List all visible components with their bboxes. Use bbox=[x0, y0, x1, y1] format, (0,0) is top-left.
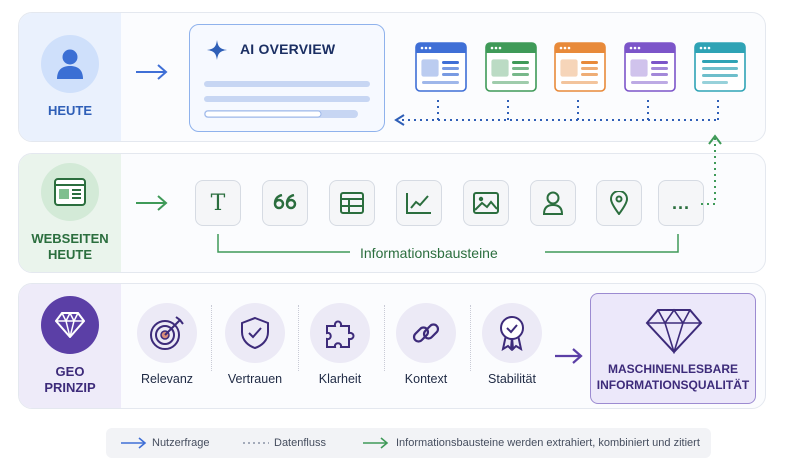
webpage-card-icon bbox=[415, 42, 467, 92]
user-icon bbox=[57, 49, 83, 79]
legend-dotted-line-icon bbox=[243, 442, 269, 444]
diamond-outline-icon bbox=[645, 308, 703, 354]
quote-tile bbox=[262, 180, 308, 226]
puzzle-icon bbox=[326, 320, 355, 348]
result-arrow bbox=[555, 348, 583, 364]
webpage-card-icon bbox=[624, 42, 676, 92]
quote-icon bbox=[273, 194, 297, 210]
webpage-card-icon bbox=[694, 42, 746, 92]
webseiten-arrow bbox=[136, 195, 168, 211]
criteria-divider bbox=[470, 305, 471, 371]
informationsbausteine-bracket bbox=[217, 234, 679, 253]
shield-check-icon bbox=[241, 316, 269, 350]
kontext-label: Kontext bbox=[404, 372, 448, 386]
webseiten-label-line1: WEBSEITEN bbox=[31, 231, 109, 246]
webseiten-label-line2: HEUTE bbox=[47, 247, 93, 262]
ai-overview-card: AI OVERVIEW bbox=[189, 24, 385, 132]
line-chart-icon bbox=[406, 193, 431, 214]
person-icon bbox=[542, 191, 564, 215]
webpage-card-icon bbox=[485, 42, 537, 92]
vertrauen-badge bbox=[225, 303, 285, 363]
location-pin-icon bbox=[610, 191, 628, 215]
informationsbausteine-label: Informationsbausteine bbox=[356, 245, 502, 261]
webseiten-row-header: WEBSEITEN HEUTE bbox=[19, 154, 121, 272]
nutzerfrage-arrow bbox=[136, 64, 168, 80]
klarheit-label: Klarheit bbox=[318, 372, 362, 386]
legend-extraktion: Informationsbausteine werden extrahiert,… bbox=[396, 437, 700, 449]
informationsqualitaet-box: MASCHINENLESBARE INFORMATIONSQUALITÄT bbox=[590, 293, 756, 404]
more-icon: ... bbox=[671, 192, 690, 213]
legend-datenfluss: Datenfluss bbox=[274, 437, 326, 449]
informationsqualitaet-label: MASCHINENLESBARE INFORMATIONSQUALITÄT bbox=[591, 361, 755, 393]
relevanz-label: Relevanz bbox=[140, 372, 194, 386]
table-icon bbox=[340, 192, 364, 214]
legend-nutzerfrage: Nutzerfrage bbox=[152, 437, 210, 449]
user-avatar bbox=[41, 35, 99, 93]
ai-overview-title: AI OVERVIEW bbox=[240, 41, 336, 57]
geo-row-header: GEO PRINZIP bbox=[19, 284, 121, 408]
result-line2: INFORMATIONSQUALITÄT bbox=[596, 378, 750, 392]
text-icon: T bbox=[210, 190, 226, 216]
result-line1: MASCHINENLESBARE bbox=[607, 362, 738, 376]
legend-arrow-icon bbox=[121, 437, 147, 449]
ai-overview-text-lines bbox=[204, 81, 370, 118]
table-tile bbox=[329, 180, 375, 226]
chart-tile bbox=[396, 180, 442, 226]
source-webpage-card bbox=[415, 42, 467, 92]
criteria-divider bbox=[298, 305, 299, 371]
source-webpage-card bbox=[624, 42, 676, 92]
source-webpage-card bbox=[554, 42, 606, 92]
legend: Nutzerfrage Datenfluss Informationsbaust… bbox=[106, 428, 711, 458]
geo-label-line2: PRINZIP bbox=[44, 380, 96, 395]
more-tile: ... bbox=[658, 180, 704, 226]
text-tile: T bbox=[195, 180, 241, 226]
target-icon bbox=[150, 316, 184, 350]
criteria-divider bbox=[384, 305, 385, 371]
webpage-card-icon bbox=[554, 42, 606, 92]
diamond-avatar bbox=[41, 296, 99, 354]
webpage-icon bbox=[54, 178, 86, 206]
webpage-avatar bbox=[41, 163, 99, 221]
datenfluss-lines bbox=[394, 100, 719, 126]
webseiten-label: WEBSEITEN HEUTE bbox=[31, 231, 108, 263]
link-icon bbox=[412, 323, 440, 343]
stabilitaet-badge bbox=[482, 303, 542, 363]
legend-green-arrow-icon bbox=[363, 437, 389, 449]
sparkle-icon bbox=[207, 40, 227, 60]
diamond-icon bbox=[55, 312, 85, 338]
relevanz-badge bbox=[137, 303, 197, 363]
source-webpage-card bbox=[694, 42, 746, 92]
stabilitaet-label: Stabilität bbox=[488, 372, 536, 386]
geo-label-line1: GEO bbox=[55, 364, 85, 379]
location-tile bbox=[596, 180, 642, 226]
geo-label: GEO PRINZIP bbox=[44, 364, 95, 396]
klarheit-badge bbox=[310, 303, 370, 363]
badge-icon bbox=[500, 316, 524, 351]
person-tile bbox=[530, 180, 576, 226]
heute-row-header: HEUTE bbox=[19, 13, 121, 141]
source-webpage-card bbox=[485, 42, 537, 92]
image-icon bbox=[473, 192, 499, 214]
extraktion-arrow bbox=[701, 134, 722, 205]
criteria-divider bbox=[211, 305, 212, 371]
heute-label: HEUTE bbox=[47, 103, 93, 118]
kontext-badge bbox=[396, 303, 456, 363]
image-tile bbox=[463, 180, 509, 226]
vertrauen-label: Vertrauen bbox=[227, 372, 283, 386]
